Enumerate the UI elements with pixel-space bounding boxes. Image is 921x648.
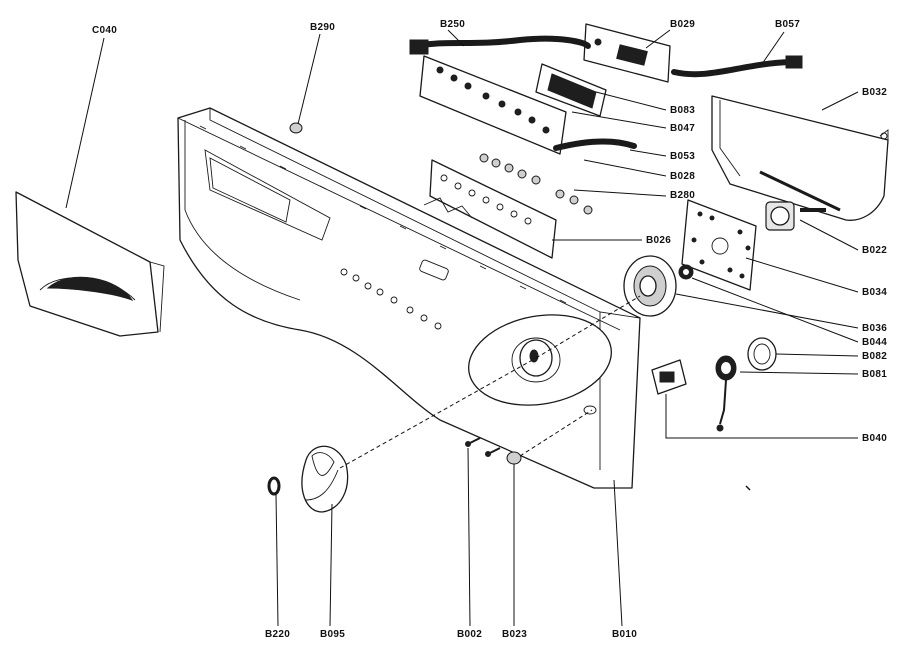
part-b032-bracket <box>711 95 889 221</box>
part-b057-cable <box>671 55 803 78</box>
part-b028-button-caps <box>479 153 593 215</box>
label-b029: B029 <box>670 19 695 30</box>
label-b047: B047 <box>670 123 695 134</box>
label-b028: B028 <box>670 171 695 182</box>
label-b026: B026 <box>646 235 671 246</box>
label-b057: B057 <box>775 19 800 30</box>
part-b044-gear <box>678 264 694 280</box>
label-b280: B280 <box>670 190 695 201</box>
part-b002-screws <box>465 437 501 457</box>
label-b032: B032 <box>862 87 887 98</box>
label-b250: B250 <box>440 19 465 30</box>
part-b010-control-panel <box>177 107 641 489</box>
label-b081: B081 <box>862 369 887 380</box>
part-b083-display-frame <box>535 63 607 117</box>
label-b044: B044 <box>862 337 887 348</box>
label-b290: B290 <box>310 22 335 33</box>
label-c040: C040 <box>92 25 117 36</box>
label-b220: B220 <box>265 629 290 640</box>
part-b036-ring <box>623 255 677 317</box>
label-b040: B040 <box>862 433 887 444</box>
label-b023: B023 <box>502 629 527 640</box>
label-b002: B002 <box>457 629 482 640</box>
callout-labels: C040 B290 B250 B029 B057 B032 B083 B047 … <box>92 19 887 640</box>
label-b053: B053 <box>670 151 695 162</box>
part-b220-spring <box>267 476 281 496</box>
part-b290-pin <box>289 122 303 134</box>
label-b095: B095 <box>320 629 345 640</box>
part-b026-button-panel <box>423 159 557 259</box>
part-c040-drawer-handle <box>15 191 165 337</box>
part-b029-pcb <box>583 23 671 83</box>
part-b082-ring <box>747 337 777 371</box>
part-b022-encoder <box>765 201 826 231</box>
part-b034-board <box>681 199 757 291</box>
part-b095-knob <box>301 445 349 513</box>
part-b040-connector <box>651 359 687 395</box>
label-b082: B082 <box>862 351 887 362</box>
label-b022: B022 <box>862 245 887 256</box>
leader-lines <box>65 29 859 627</box>
label-b010: B010 <box>612 629 637 640</box>
part-b053-cable <box>553 138 637 151</box>
part-b047-display-board <box>419 55 567 155</box>
part-b250-cable <box>409 35 591 55</box>
label-b034: B034 <box>862 287 887 298</box>
label-b036: B036 <box>862 323 887 334</box>
part-b081-lamp <box>715 355 737 432</box>
part-b023-button <box>506 451 522 465</box>
label-b083: B083 <box>670 105 695 116</box>
